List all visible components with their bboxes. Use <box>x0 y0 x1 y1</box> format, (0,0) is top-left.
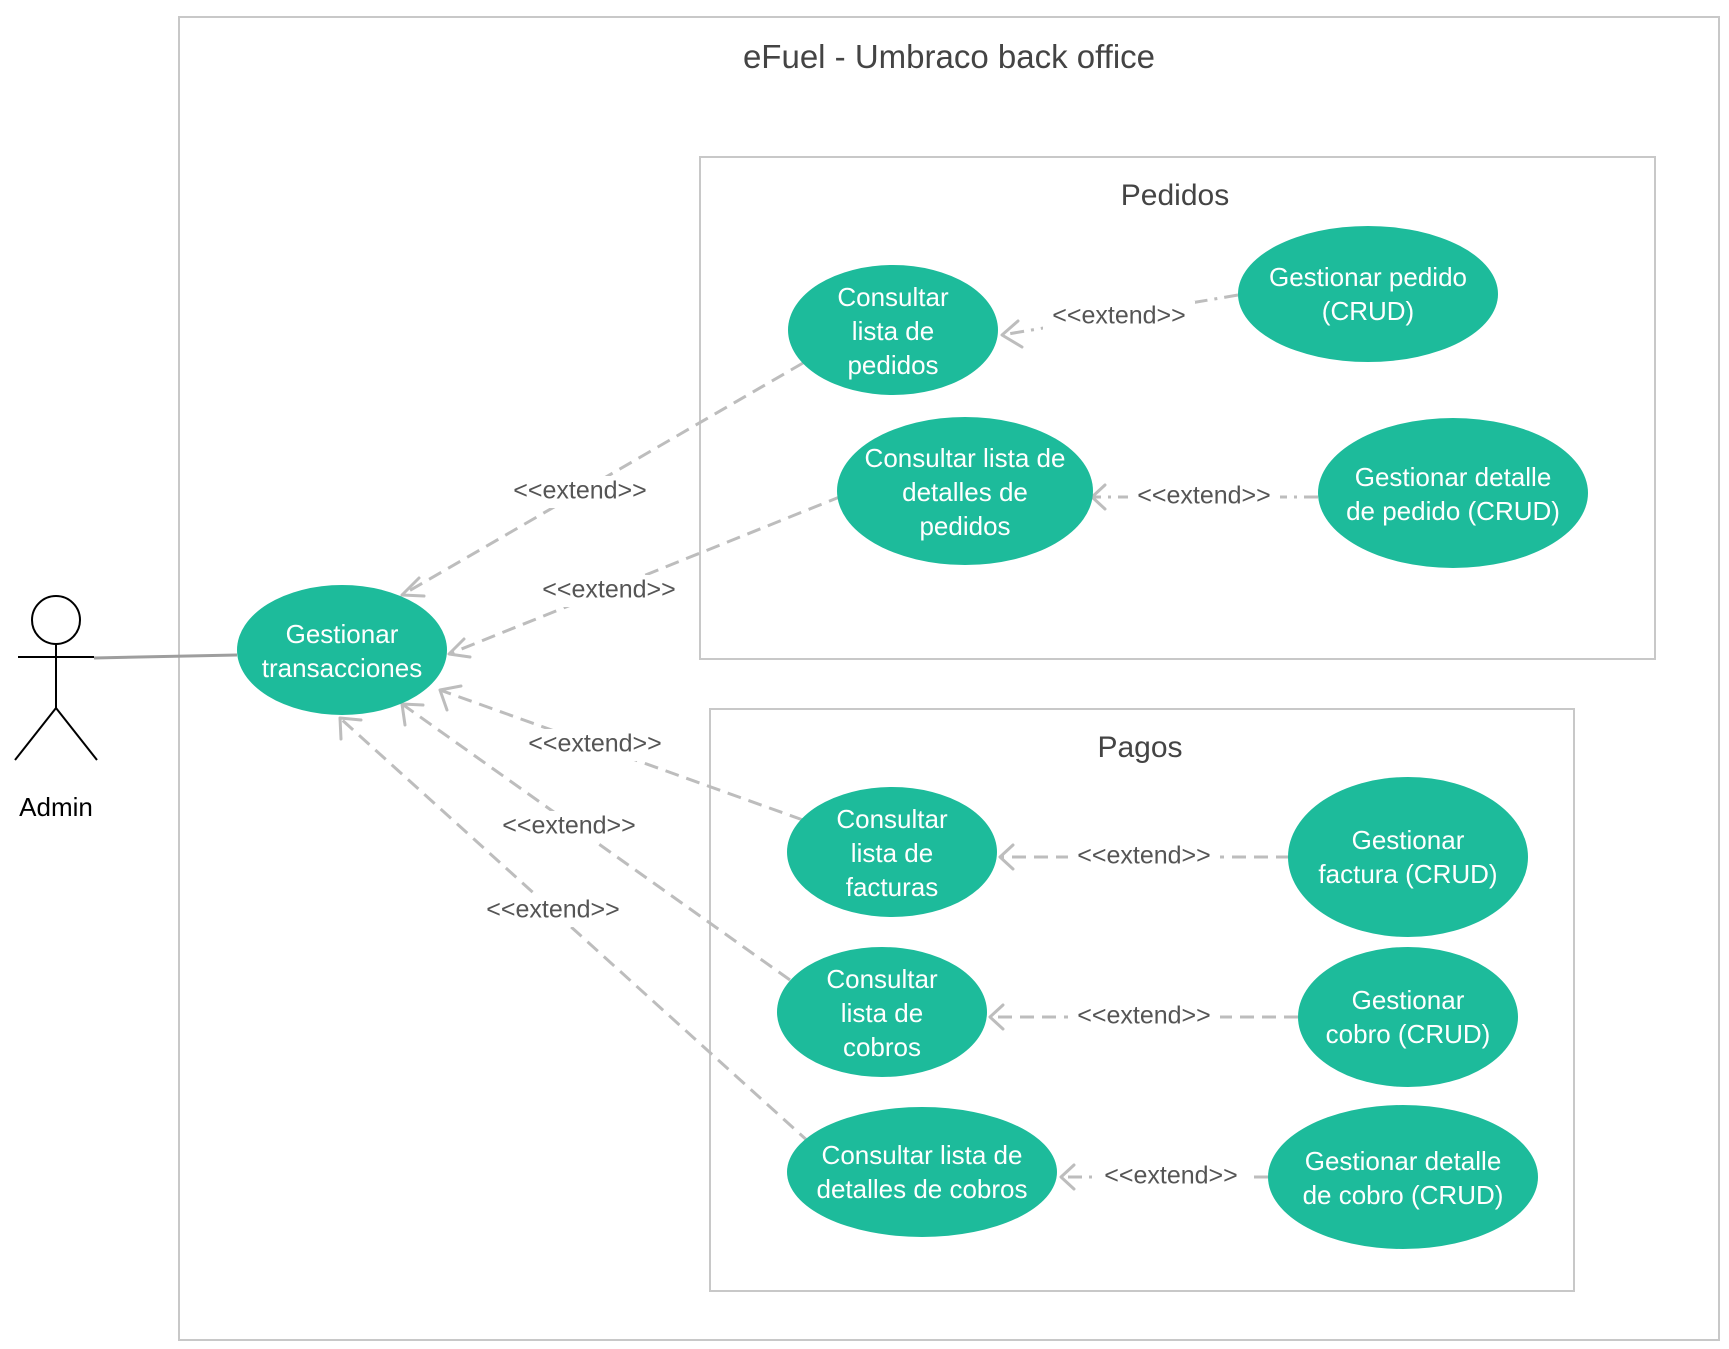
uc-line: detalles de <box>902 477 1028 507</box>
uc-consultar-lista-pedidos[interactable]: Consultar lista de pedidos <box>788 265 998 395</box>
extend-gestionar-detalle-pedido: <<extend>> <box>1090 481 1318 513</box>
extend-label: <<extend>> <box>1077 842 1210 870</box>
extend-consultar-detalles-pedidos: <<extend>> <box>447 494 843 659</box>
actor-admin: Admin <box>14 595 98 822</box>
extend-gestionar-cobro: <<extend>> <box>988 1001 1298 1033</box>
extend-label: <<extend>> <box>1137 482 1270 510</box>
uc-gestionar-detalle-pedido[interactable]: Gestionar detalle de pedido (CRUD) <box>1318 418 1588 568</box>
uc-line: de cobro (CRUD) <box>1303 1180 1504 1210</box>
extend-consultar-cobros: <<extend>> <box>400 702 791 982</box>
extend-label: <<extend>> <box>486 896 619 924</box>
actor-right-leg <box>55 707 98 761</box>
uc-line: Consultar lista de <box>822 1140 1023 1170</box>
extend-gestionar-factura: <<extend>> <box>998 841 1290 873</box>
extend-consultar-detalles-cobros: <<extend>> <box>338 716 812 1145</box>
uc-line: pedidos <box>847 350 938 380</box>
extend-label: <<extend>> <box>513 477 646 505</box>
extend-consultar-pedidos: <<extend>> <box>400 361 804 598</box>
uc-line: Consultar <box>826 964 938 994</box>
uc-line: lista de <box>852 316 934 346</box>
uc-line: Consultar <box>836 804 948 834</box>
uc-line: detalles de cobros <box>816 1174 1027 1204</box>
uc-line: Gestionar pedido <box>1269 262 1467 292</box>
uc-line: pedidos <box>919 511 1010 541</box>
uc-line: Gestionar <box>1352 985 1465 1015</box>
system-title: eFuel - Umbraco back office <box>743 38 1155 75</box>
uc-line: Consultar lista de <box>865 443 1066 473</box>
uc-line: Gestionar detalle <box>1355 462 1552 492</box>
uc-gestionar-detalle-cobro[interactable]: Gestionar detalle de cobro (CRUD) <box>1268 1105 1538 1249</box>
uc-line: (CRUD) <box>1322 296 1414 326</box>
actor-head <box>31 595 81 645</box>
uc-line: Gestionar <box>1352 825 1465 855</box>
uc-line: lista de <box>841 998 923 1028</box>
extend-label: <<extend>> <box>542 576 675 604</box>
actor-label: Admin <box>19 792 93 822</box>
uc-line: Gestionar <box>286 619 399 649</box>
uc-consultar-lista-detalles-cobros[interactable]: Consultar lista de detalles de cobros <box>787 1107 1057 1237</box>
extend-consultar-facturas: <<extend>> <box>438 684 804 822</box>
uc-line: transacciones <box>262 653 422 683</box>
uc-line: cobros <box>843 1032 921 1062</box>
uc-consultar-lista-cobros[interactable]: Consultar lista de cobros <box>777 947 987 1077</box>
uc-gestionar-transacciones[interactable]: Gestionar transacciones <box>237 585 447 715</box>
extend-label: <<extend>> <box>528 730 661 758</box>
actor-left-leg <box>14 707 57 761</box>
uc-line: facturas <box>846 872 939 902</box>
uc-gestionar-pedido[interactable]: Gestionar pedido (CRUD) <box>1238 226 1498 362</box>
uc-line: de pedido (CRUD) <box>1346 496 1560 526</box>
uc-line: factura (CRUD) <box>1318 859 1497 889</box>
extend-gestionar-detalle-cobro: <<extend>> <box>1059 1161 1268 1193</box>
package-pagos-title: Pagos <box>1097 731 1182 764</box>
uc-consultar-lista-facturas[interactable]: Consultar lista de facturas <box>787 787 997 917</box>
extend-label: <<extend>> <box>1104 1162 1237 1190</box>
extend-label: <<extend>> <box>1052 302 1185 330</box>
uc-consultar-lista-detalles-pedidos[interactable]: Consultar lista de detalles de pedidos <box>837 417 1093 565</box>
package-pedidos-title: Pedidos <box>1121 179 1229 212</box>
uc-line: Gestionar detalle <box>1305 1146 1502 1176</box>
uc-gestionar-cobro[interactable]: Gestionar cobro (CRUD) <box>1298 947 1518 1087</box>
association-line <box>93 653 238 660</box>
uc-line: cobro (CRUD) <box>1326 1019 1491 1049</box>
extend-gestionar-pedido: <<extend>> <box>1000 293 1239 349</box>
uc-gestionar-factura[interactable]: Gestionar factura (CRUD) <box>1288 777 1528 937</box>
package-pedidos <box>699 156 1656 660</box>
extend-label: <<extend>> <box>1077 1002 1210 1030</box>
uc-line: Consultar <box>837 282 949 312</box>
uc-line: lista de <box>851 838 933 868</box>
extend-label: <<extend>> <box>502 812 635 840</box>
